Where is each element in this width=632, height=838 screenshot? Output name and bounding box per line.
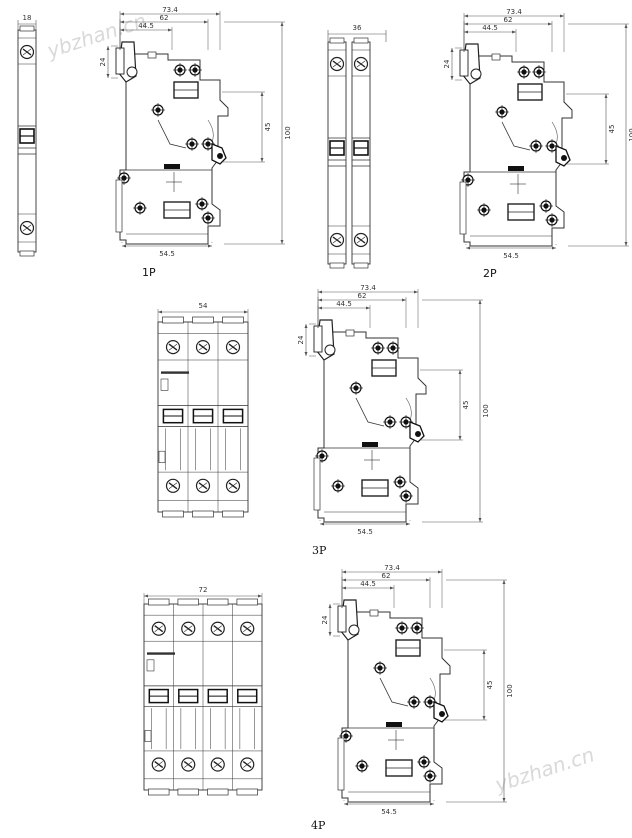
rating-label-bar	[161, 371, 189, 374]
dim-label: 100	[506, 684, 514, 697]
dim-45: 45	[222, 91, 272, 163]
dim-width-4p: 72	[143, 586, 263, 604]
dim-100: 100	[446, 579, 514, 803]
screw-terminal-icon	[210, 757, 225, 772]
dim-width-1p: 18	[17, 14, 37, 30]
screw-terminal-icon	[225, 339, 241, 355]
label-3p: 3P	[312, 544, 327, 557]
dim-73-4: 73.4	[341, 564, 443, 608]
dim-label: 100	[284, 126, 292, 139]
dim-label: 73.4	[384, 564, 400, 572]
screw-terminal-icon	[181, 757, 196, 772]
dim-44-5: 44.5	[463, 24, 517, 52]
side-view-3p	[314, 320, 426, 522]
label-2p: 2P	[483, 267, 497, 280]
dim-45: 45	[420, 369, 470, 441]
dim-54-5: 54.5	[343, 800, 435, 816]
screw-terminal-icon	[165, 339, 181, 355]
dim-label: 45	[462, 401, 470, 410]
dim-54-5: 54.5	[319, 520, 411, 536]
dim-100: 100	[422, 299, 490, 523]
screw-terminal-icon	[181, 621, 196, 636]
front-view-2p	[328, 38, 370, 268]
front-view-1p	[18, 26, 36, 256]
dim-44-5: 44.5	[341, 580, 395, 608]
dim-width-2p: 36	[327, 24, 387, 42]
dim-44-5: 44.5	[317, 300, 371, 328]
screw-terminal-icon	[195, 339, 211, 355]
side-view-2p	[460, 44, 572, 246]
dim-label-36: 36	[353, 24, 362, 32]
dim-label: 54.5	[357, 528, 373, 536]
dim-label: 45	[264, 123, 272, 132]
dim-label: 24	[99, 57, 107, 66]
dim-label: 73.4	[506, 8, 522, 16]
dim-24: 24	[443, 47, 462, 81]
dim-label: 72	[199, 586, 208, 594]
dim-label: 62	[358, 292, 367, 300]
dim-label: 24	[297, 335, 305, 344]
screw-terminal-icon	[151, 621, 166, 636]
dim-24: 24	[321, 603, 340, 637]
dim-45: 45	[444, 649, 494, 721]
dim-73-4: 73.4	[463, 8, 565, 52]
dim-label: 44.5	[482, 24, 498, 32]
dim-label: 73.4	[162, 6, 178, 14]
dim-label-18: 18	[23, 14, 32, 22]
dim-label: 54	[199, 302, 208, 310]
dim-24: 24	[297, 323, 316, 357]
dim-label: 54.5	[159, 250, 175, 258]
dim-54-5: 54.5	[465, 244, 557, 260]
label-4p: 4P	[311, 819, 326, 832]
dim-label: 54.5	[381, 808, 397, 816]
watermark-text: ybzhan.cn	[491, 742, 597, 797]
side-view-4p	[338, 600, 450, 802]
screw-terminal-icon	[240, 757, 255, 772]
dim-24: 24	[99, 45, 118, 79]
dim-label: 100	[628, 128, 632, 141]
dim-label: 45	[486, 681, 494, 690]
dim-45: 45	[566, 93, 616, 165]
dim-100: 100	[568, 23, 632, 247]
dim-label: 45	[608, 125, 616, 134]
rating-label-bar	[147, 652, 175, 655]
dim-54-5: 54.5	[121, 242, 213, 258]
front-view-3p	[157, 316, 249, 518]
screw-terminal-icon	[165, 478, 181, 493]
side-view-1p	[116, 42, 228, 244]
screw-terminal-icon	[225, 478, 241, 493]
dim-100: 100	[224, 21, 292, 245]
dim-label: 62	[160, 14, 169, 22]
front-view-4p	[143, 598, 263, 796]
dim-label: 62	[382, 572, 391, 580]
dim-label: 24	[443, 59, 451, 68]
dim-label: 54.5	[503, 252, 519, 260]
dim-label: 44.5	[138, 22, 154, 30]
dim-label: 44.5	[360, 580, 376, 588]
dim-label: 24	[321, 615, 329, 624]
screw-terminal-icon	[195, 478, 211, 493]
screw-terminal-icon	[210, 621, 225, 636]
dim-width-3p: 54	[157, 302, 249, 322]
dim-44-5: 44.5	[119, 22, 173, 50]
dim-label: 62	[504, 16, 513, 24]
dim-label: 44.5	[336, 300, 352, 308]
dim-73-4: 73.4	[317, 284, 419, 328]
screw-terminal-icon	[151, 757, 166, 772]
dim-label: 73.4	[360, 284, 376, 292]
screw-terminal-icon	[240, 621, 255, 636]
dim-label: 100	[482, 404, 490, 417]
label-1p: 1P	[142, 266, 156, 279]
